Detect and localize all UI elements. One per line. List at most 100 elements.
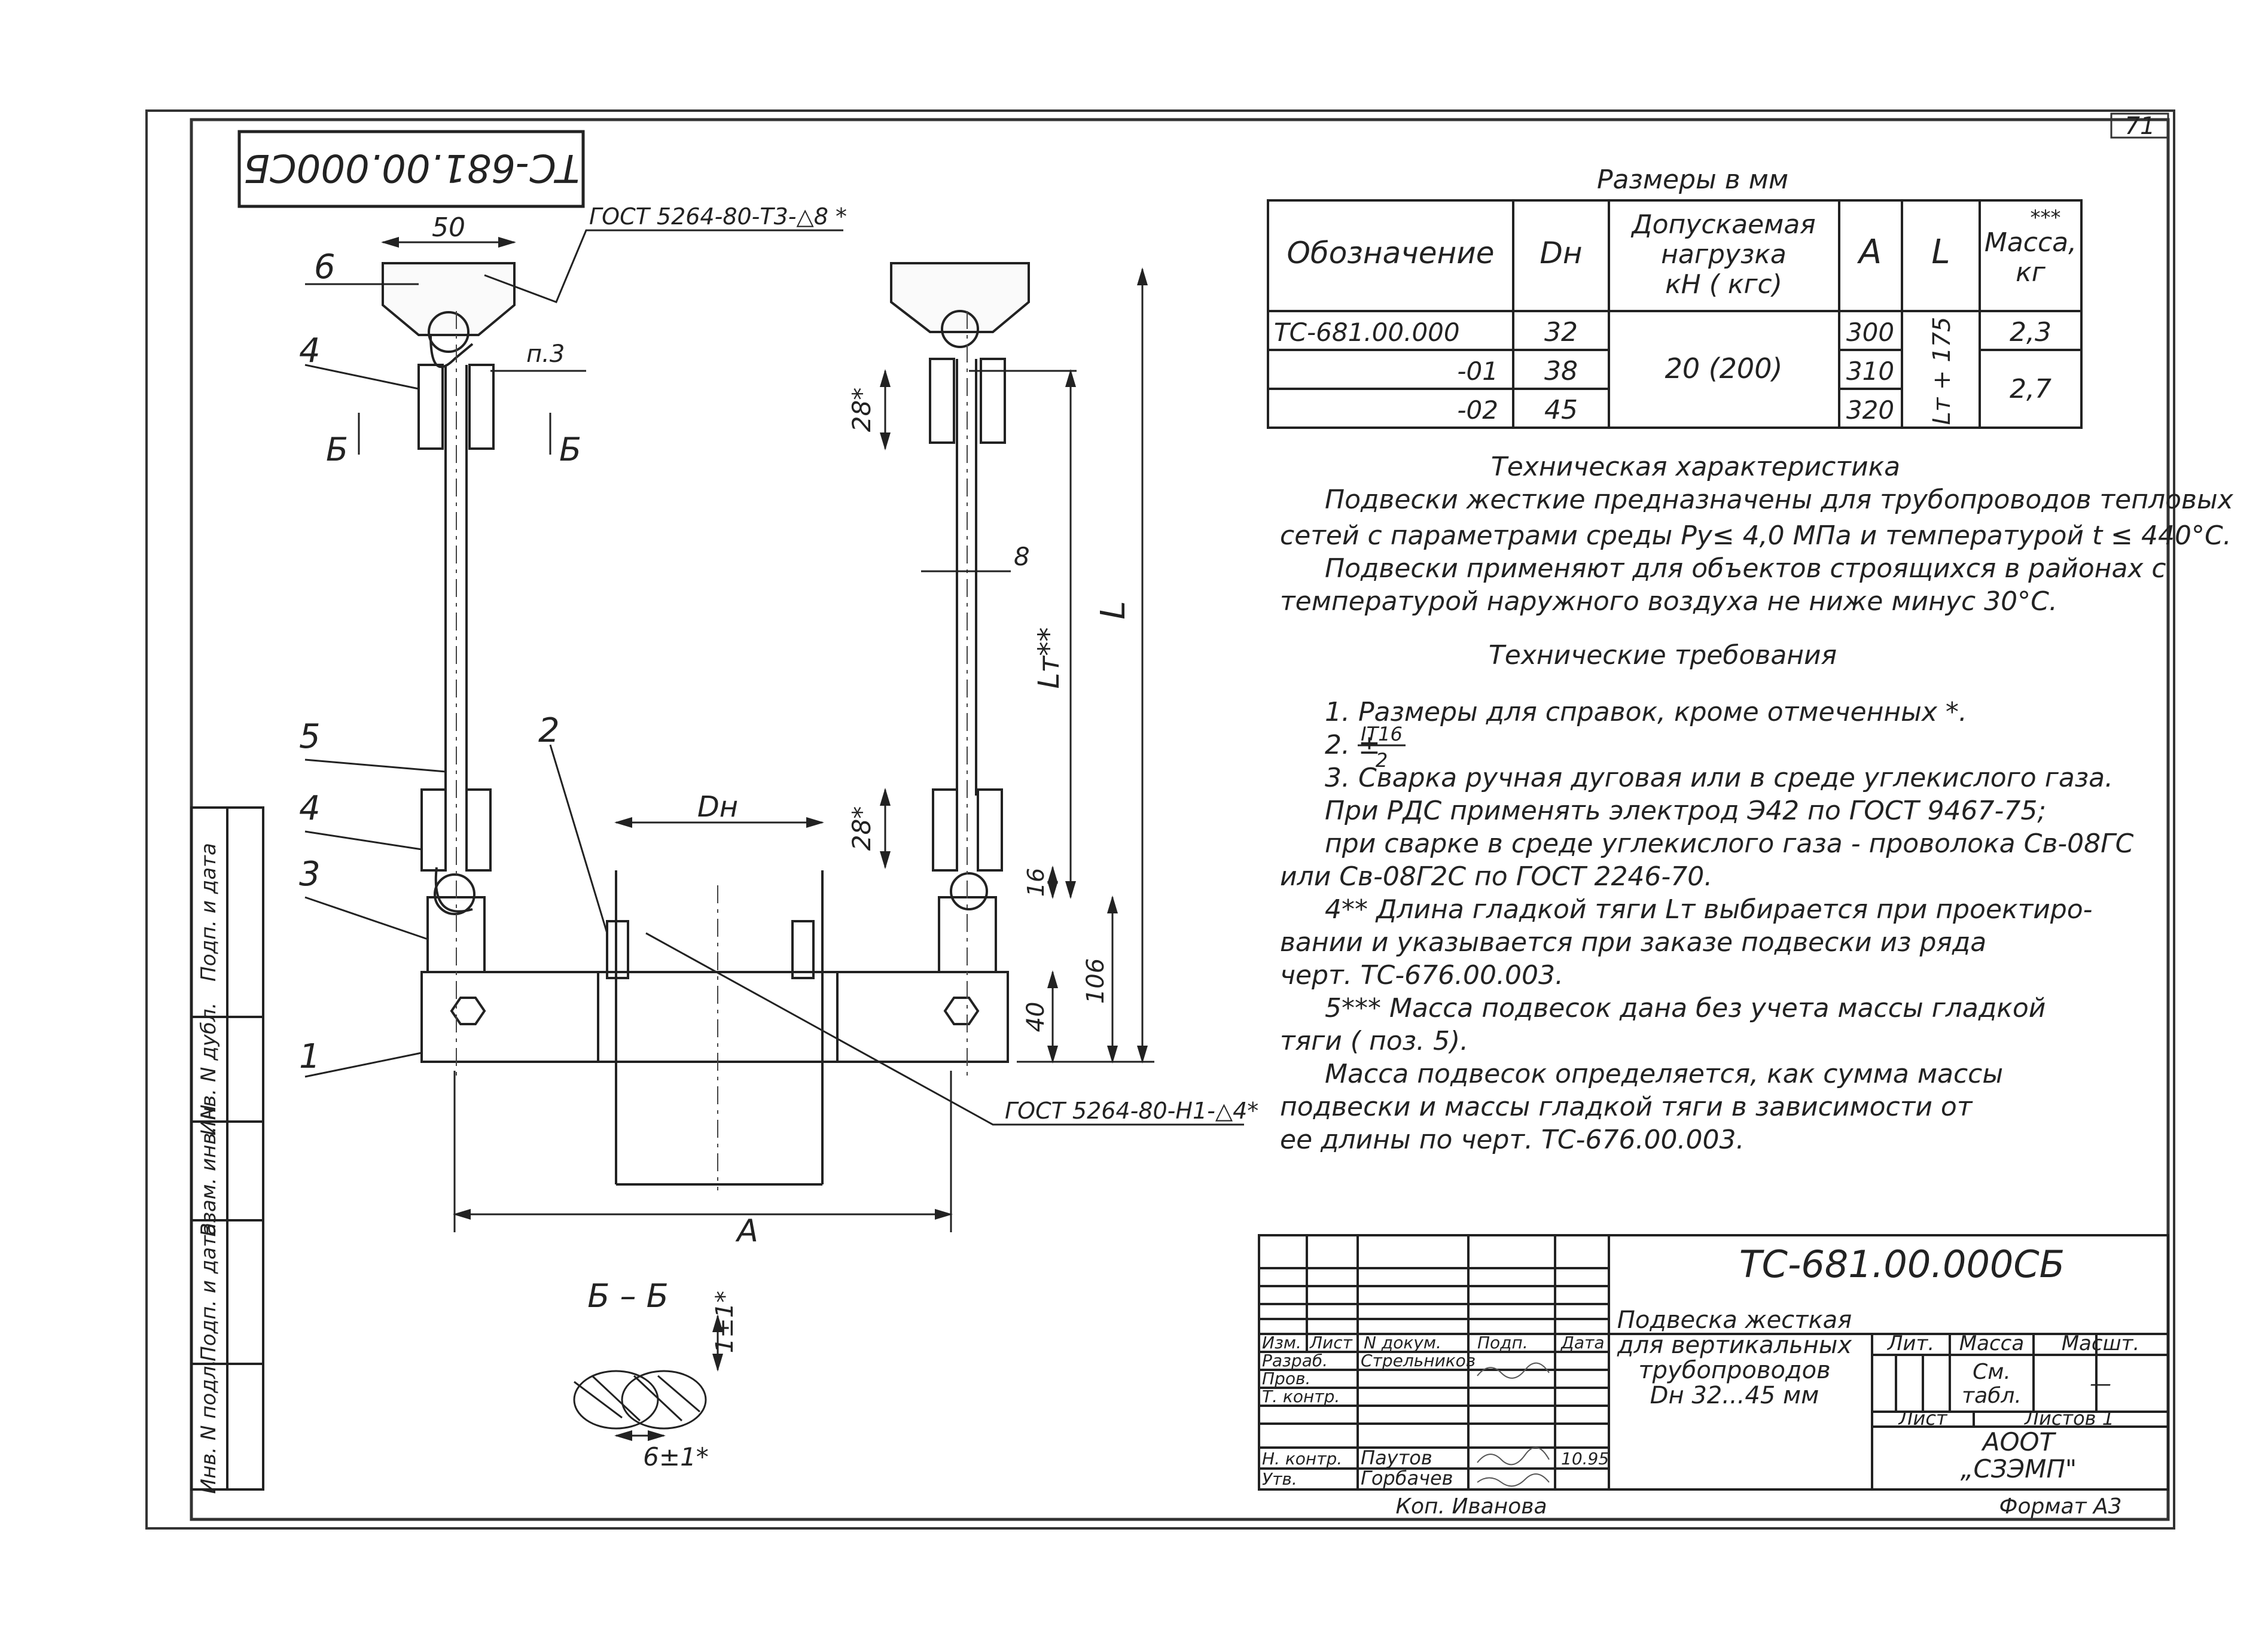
mass-value-2: табл. [1962,1384,2022,1408]
part-1-label: 1 [299,1037,321,1076]
center-lines [456,311,968,1190]
part-2-label: 2 [538,711,560,750]
row-2-a: 310 [1846,357,1894,386]
strip-label-3: Взам. инв. N [197,1105,221,1237]
row-1-a: 300 [1846,318,1894,347]
section-height: 1±1* [711,1291,739,1353]
strip-label-1: Подп. и дата [197,843,221,982]
tech-char-line-1: Подвески жесткие предназначены для трубо… [1325,485,2234,515]
sheet-label: Лист [1898,1407,1947,1430]
section-title: Б – Б [587,1277,668,1315]
scale-label: Масшт. [2062,1332,2140,1355]
table-mask-mass [1981,351,2080,427]
tech-req-line-11: тяги ( поз. 5). [1280,1026,1468,1056]
dim-28-top: 28* [847,388,876,432]
section-mark-right: Б [559,431,581,468]
title-name-1: Подвеска жесткая [1617,1306,1852,1334]
tech-req-tol-num: IT16 [1361,723,1403,745]
dim-lt: Lт** [1032,627,1066,689]
front-view [382,262,1030,1186]
row-2-designation: -01 [1457,357,1498,386]
title-name-4: Dн 32...45 мм [1650,1382,1819,1409]
th-dn: Dн [1540,236,1582,270]
tech-req-line-5: при сварке в среде углекислого газа - пр… [1325,828,2134,859]
org-1: АООТ [1981,1427,2057,1457]
tech-req-line-8: вании и указывается при заказе подвески … [1280,927,1986,958]
part-6-label: 6 [314,248,336,287]
row-3-a: 320 [1846,395,1894,425]
left-strip [190,806,264,1491]
mass-value-2: 2,7 [2010,374,2051,404]
tech-req-line-9: черт. ТС-676.00.003. [1280,960,1563,991]
th-mass-star: *** [2031,206,2061,230]
th-mass-2: кг [2016,257,2046,288]
tech-req-line-1: 1. Размеры для справок, кроме отмеченных… [1325,697,1967,727]
role-norm-control: Н. контр. [1262,1449,1342,1469]
dim-l: L [1094,601,1133,619]
person-approved: Горбачев [1361,1467,1453,1489]
sheets-label: Листов 1 [2024,1407,2114,1430]
dim-8: 8 [1014,542,1030,571]
dim-a: A [735,1213,758,1249]
col-header-sign: Подп. [1477,1333,1528,1352]
row-1-designation: ТС-681.00.000 [1274,318,1460,347]
strip-label-4: Подп. и дата [197,1223,221,1361]
tech-char-title: Техническая характеристика [1491,452,1900,482]
title-code: ТС-681.00.000СБ [1739,1242,2065,1286]
strip-label-2: Инв. N дубл. [197,1003,221,1136]
signature-3 [1477,1473,1550,1487]
tech-req-line-13: подвески и массы гладкой тяги в зависимо… [1280,1092,1973,1122]
dimension-lines [381,237,1154,1232]
lit-label: Лит. [1886,1332,1934,1355]
tech-req-tol-den: 2 [1376,749,1388,772]
role-checked: Пров. [1262,1369,1310,1388]
table-mask-l [1903,312,1979,427]
row-3-dn: 45 [1544,395,1578,425]
title-block [1258,1234,2169,1491]
outer-border [145,109,2175,1530]
leaders [304,229,1244,1126]
dim-40: 40 [1022,1002,1050,1032]
col-header-doc: N докум. [1364,1333,1441,1352]
role-developer: Разраб. [1262,1351,1328,1370]
tech-req-line-12: Масса подвесок определяется, как сумма м… [1325,1059,2003,1089]
weld-mark-top: п.3 [526,340,565,368]
part-5-label: 5 [299,717,321,756]
row-1-dn: 32 [1544,317,1578,348]
tech-req-line-14: ее длины по черт. ТС-676.00.003. [1280,1125,1744,1155]
row-2-dn: 38 [1544,356,1578,386]
tech-req-line-10: 5*** Масса подвесок дана без учета массы… [1325,993,2046,1023]
copied-by: Коп. Иванова [1395,1494,1547,1519]
tech-char-line-2: сетей с параметрами среды Pу≤ 4,0 МПа и … [1280,520,2232,551]
th-load-3: кН ( кгс) [1665,269,1782,300]
format-label: Формат А3 [1999,1494,2121,1519]
tech-req-line-3: 3. Сварка ручная дуговая или в среде угл… [1325,763,2113,793]
th-a: A [1857,233,1882,272]
th-l: L [1931,233,1950,272]
col-header-date: Дата [1560,1333,1605,1352]
weld-top: ГОСТ 5264-80-Т3-△8 * [589,203,847,230]
title-name-3: трубопроводов [1638,1357,1830,1384]
mass-label: Масса [1959,1332,2024,1355]
org-2: „СЗЭМП" [1961,1454,2077,1483]
load-value: 20 (200) [1665,352,1783,385]
th-designation: Обозначение [1287,236,1495,270]
section-bb [573,1314,723,1441]
row-3-designation: -02 [1457,395,1498,425]
title-name-2: для вертикальных [1617,1332,1852,1359]
tech-req-line-6: или Св-08Г2С по ГОСТ 2246-70. [1280,861,1712,892]
dim-28-bottom: 28* [847,806,876,851]
part-4-label-top: 4 [299,331,321,370]
col-header-izm: Изм. [1262,1333,1301,1352]
tech-char-line-3: Подвески применяют для объектов строящих… [1325,553,2166,584]
role-approved: Утв. [1262,1469,1297,1489]
signature-2 [1477,1447,1550,1466]
dim-16: 16 [1023,868,1049,897]
l-value: Lт + 175 [1928,317,1956,425]
dim-dn: Dн [697,790,738,824]
sign-date: 10.95 [1561,1449,1609,1469]
th-load-1: Допускаемая [1630,209,1816,240]
dim-top-width: 50 [432,212,465,243]
person-developer: Стрельников [1361,1351,1476,1370]
